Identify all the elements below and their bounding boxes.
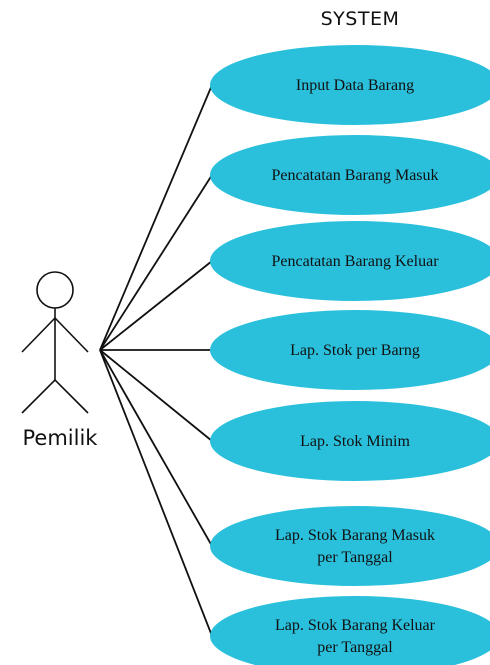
- actor-left-leg: [21, 379, 56, 414]
- use-case-ellipse: [210, 506, 490, 586]
- use-case: Input Data Barang: [210, 45, 490, 125]
- use-case: Lap. Stok Minim: [210, 401, 490, 481]
- use-case-label: Lap. Stok Barang Masuk: [275, 527, 435, 544]
- actor-right-arm: [54, 317, 89, 353]
- use-case: Lap. Stok Barang Keluar per Tanggal: [210, 596, 490, 665]
- use-case: Pencatatan Barang Keluar: [210, 221, 490, 301]
- actor-figure: [21, 271, 89, 414]
- use-case-ellipse: [210, 596, 490, 665]
- use-case-ellipse: [210, 310, 490, 390]
- association-line: [99, 349, 213, 547]
- use-case-label: per Tanggal: [317, 549, 393, 566]
- association-line: [99, 260, 213, 351]
- association-lines: [99, 84, 213, 637]
- system-title: SYSTEM: [320, 8, 400, 30]
- use-case: Lap. Stok Barang Masuk per Tanggal: [210, 506, 490, 586]
- use-case-ellipse: [210, 221, 490, 301]
- use-case-label: Pencatatan Barang Keluar: [271, 253, 439, 270]
- actor-right-leg: [54, 379, 89, 414]
- use-case-label: Pencatatan Barang Masuk: [271, 167, 438, 184]
- use-case-label: Lap. Stok Barang Keluar: [275, 617, 436, 634]
- use-case-label: Lap. Stok Minim: [300, 433, 410, 450]
- association-line: [99, 349, 213, 442]
- use-case-ellipse: [210, 135, 490, 215]
- actor-label: Pemilik: [22, 426, 98, 450]
- use-case-label: Lap. Stok per Barng: [290, 342, 420, 359]
- use-case-label: Input Data Barang: [296, 77, 414, 94]
- use-case-label: per Tanggal: [317, 639, 393, 656]
- use-case: Lap. Stok per Barng: [210, 310, 490, 390]
- use-case: Pencatatan Barang Masuk: [210, 135, 490, 215]
- use-case-ellipse: [210, 45, 490, 125]
- actor-left-arm: [21, 317, 56, 353]
- association-line: [99, 349, 213, 637]
- association-line: [99, 174, 213, 351]
- actor-head: [36, 271, 74, 309]
- association-line: [99, 84, 213, 351]
- use-case-ellipse: [210, 401, 490, 481]
